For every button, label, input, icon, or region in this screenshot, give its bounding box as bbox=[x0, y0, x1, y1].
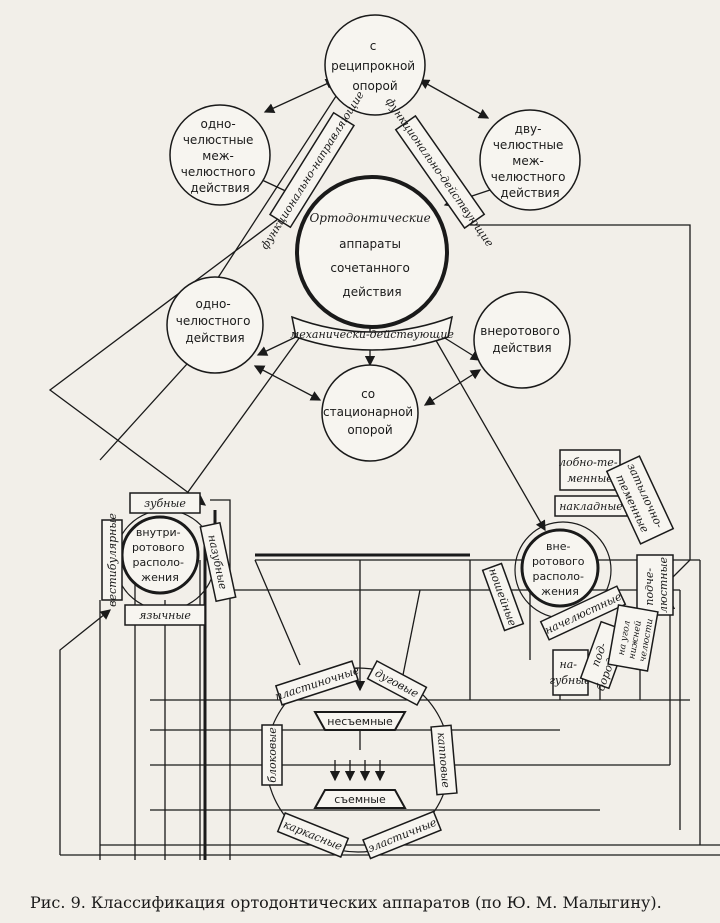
circle-extraoral-action bbox=[473, 291, 571, 389]
node-stationary: со стационарной опорой bbox=[323, 387, 417, 437]
banner-block: блоковые bbox=[261, 724, 283, 786]
svg-text:механически-действующие: механически-действующие bbox=[290, 328, 454, 341]
svg-text:вестибулярные: вестибулярные bbox=[106, 513, 119, 607]
svg-text:съемные: съемные bbox=[334, 793, 386, 806]
node-intraoral: внутри- ротового располо- жения bbox=[132, 526, 188, 584]
banner-neck2: ношейные bbox=[481, 562, 525, 632]
circle-stationary bbox=[321, 364, 419, 462]
svg-text:язычные: язычные bbox=[139, 609, 191, 622]
svg-text:накладные: накладные bbox=[559, 500, 623, 513]
circle-extraoral bbox=[520, 528, 600, 608]
banner-removable: съемные bbox=[313, 789, 407, 809]
svg-text:капповые: капповые bbox=[435, 732, 453, 789]
banner-dental: зубные bbox=[129, 492, 201, 514]
box-lowerjaw: на угол нижней челюсти bbox=[607, 604, 659, 672]
banner-plate: пластиночные bbox=[273, 660, 361, 706]
circle-reciprocal bbox=[324, 14, 426, 116]
circle-one-jaw-inter bbox=[169, 104, 271, 206]
banner-frame: каркасные bbox=[276, 812, 350, 858]
box-frontoparietal: лобно-те- менные bbox=[559, 449, 621, 491]
svg-text:несъемные: несъемные bbox=[327, 715, 393, 728]
banner-mech-acting: механически-действующие bbox=[290, 315, 454, 351]
svg-text:зубные: зубные bbox=[144, 497, 186, 510]
node-one-jaw: одно- челюстного действия bbox=[176, 297, 255, 345]
banner-arch: дуговые bbox=[366, 660, 428, 706]
node-extraoral-action: внеротового действия bbox=[480, 324, 563, 355]
node-extraoral: вне- ротового располо- жения bbox=[532, 540, 588, 598]
banner-elastic: эластичные bbox=[362, 810, 442, 860]
banner-cap: капповые bbox=[430, 724, 458, 796]
node-one-jaw-inter: одно- челюстные меж- челюстного действия bbox=[181, 117, 260, 195]
banner-lingual: язычные bbox=[124, 604, 206, 626]
svg-text:на угол нижней чел: на угол нижней челюсти bbox=[616, 614, 655, 663]
figure-caption: Рис. 9. Классификация ортодонтических ап… bbox=[30, 893, 662, 912]
svg-text:блоковые: блоковые bbox=[266, 727, 279, 783]
circle-center bbox=[295, 175, 449, 329]
svg-text:лобно-те- менные: лобно-те- менные bbox=[559, 456, 621, 485]
box-underchin: подче- люстные bbox=[636, 554, 674, 616]
node-reciprocal: с реципрокной опорой bbox=[331, 39, 419, 93]
circle-one-jaw bbox=[166, 276, 264, 374]
banner-vestibular: вестибулярные bbox=[101, 513, 123, 607]
svg-text:подче- люстные: подче- люстные bbox=[643, 557, 670, 613]
node-two-jaw-inter: дву- челюстные меж- челюстного действия bbox=[491, 122, 570, 200]
banner-nonremovable: несъемные bbox=[313, 711, 407, 731]
circle-two-jaw-inter bbox=[479, 109, 581, 211]
banner-overlay: накладные bbox=[554, 495, 628, 517]
node-center: Ортодонтические аппараты сочетанного дей… bbox=[309, 211, 434, 299]
